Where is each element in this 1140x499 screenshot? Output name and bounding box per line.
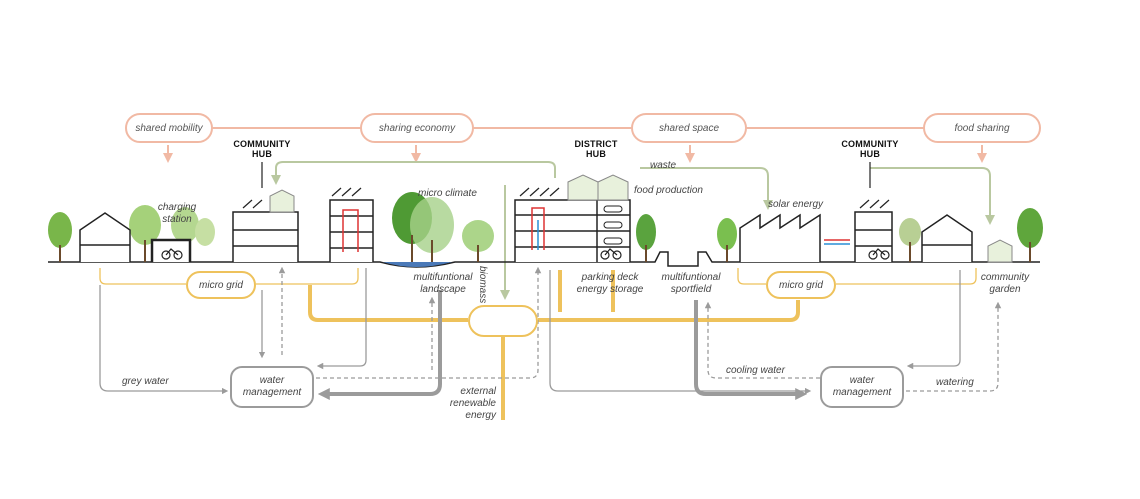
tree-1 bbox=[48, 212, 72, 262]
charging-station-structure bbox=[150, 238, 192, 262]
water-network-thick bbox=[317, 290, 808, 400]
tree-3 bbox=[392, 192, 454, 262]
external-energy-label: external renewable energy bbox=[449, 386, 496, 421]
district-hub-label: DISTRICT HUB bbox=[574, 139, 618, 159]
biomass-label: biomass bbox=[477, 266, 488, 304]
tree-4 bbox=[462, 220, 494, 262]
water-management-right: water management bbox=[820, 366, 904, 408]
water-network bbox=[99, 266, 1002, 395]
charging-station-label: charging station bbox=[157, 202, 197, 225]
sharing-line bbox=[163, 127, 987, 163]
food-production-label: food production bbox=[634, 185, 703, 196]
central-energy-node bbox=[468, 305, 538, 337]
tree-8 bbox=[1017, 208, 1043, 262]
tree-7 bbox=[899, 218, 921, 262]
car-icons bbox=[603, 205, 623, 245]
parking-deck-label: parking deck energy storage bbox=[576, 272, 644, 295]
community-hub-right-label: COMMUNITY HUB bbox=[841, 139, 899, 159]
tree-6 bbox=[717, 218, 737, 262]
solar-panels bbox=[242, 187, 890, 209]
food-flows bbox=[271, 161, 995, 300]
house-right bbox=[921, 214, 973, 262]
waste-label: waste bbox=[650, 160, 677, 171]
community-hub-right-building bbox=[854, 211, 893, 262]
community-garden-label: community garden bbox=[980, 272, 1030, 295]
factory-building bbox=[739, 213, 821, 262]
grey-water-label: grey water bbox=[122, 376, 169, 387]
water-management-left: water management bbox=[230, 366, 314, 408]
shared-mobility-pill: shared mobility bbox=[125, 113, 213, 143]
multifunctional-landscape-label: multifuntional landscape bbox=[413, 272, 473, 295]
greenhouses bbox=[269, 174, 1013, 263]
community-hub-left-label: COMMUNITY HUB bbox=[233, 139, 291, 159]
food-sharing-pill: food sharing bbox=[923, 113, 1041, 143]
solar-energy-label: solar energy bbox=[768, 199, 824, 210]
tree-5 bbox=[636, 214, 656, 262]
sharing-economy-pill: sharing economy bbox=[360, 113, 474, 143]
cooling-water-label: cooling water bbox=[726, 365, 785, 376]
micro-climate-label: micro climate bbox=[418, 188, 477, 199]
energy-network bbox=[308, 270, 800, 420]
bicycle-icons bbox=[161, 248, 890, 260]
micro-grid-links bbox=[99, 268, 977, 285]
multifunctional-sportfield-label: multifuntional sportfield bbox=[661, 272, 721, 295]
community-hub-left-building bbox=[232, 211, 299, 262]
ground-line bbox=[48, 251, 1040, 268]
shared-space-pill: shared space bbox=[631, 113, 747, 143]
watering-label: watering bbox=[936, 377, 974, 388]
pond bbox=[383, 262, 452, 267]
micro-grid-left: micro grid bbox=[186, 271, 256, 299]
heat-exchange-loops bbox=[342, 207, 850, 252]
micro-grid-right: micro grid bbox=[766, 271, 836, 299]
house-left bbox=[79, 212, 131, 262]
